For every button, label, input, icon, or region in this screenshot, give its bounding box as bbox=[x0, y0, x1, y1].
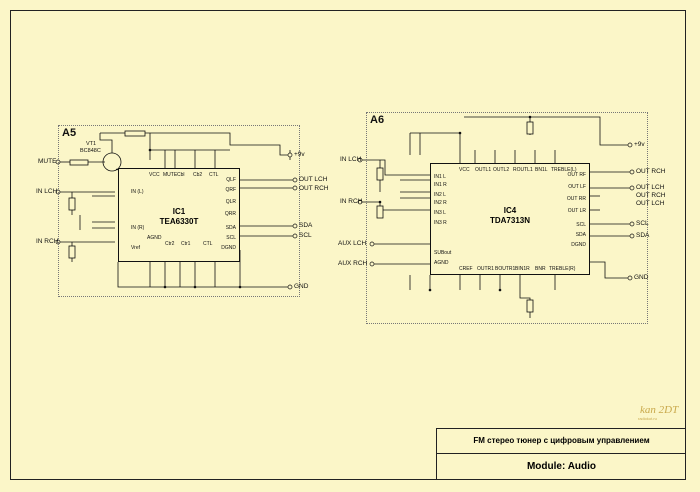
ic1-pin-vcc: VCC bbox=[149, 172, 160, 178]
ic4-pin-sda: SDA bbox=[575, 232, 586, 238]
a6-net-scl: SCL bbox=[636, 220, 649, 227]
ic4-pin-outl2: OUTL2 bbox=[493, 167, 510, 173]
block-a5-label: A5 bbox=[62, 127, 77, 139]
ic1-pin-qlr: QLR bbox=[225, 199, 236, 205]
ic4-pin-treble-r: TREBLE(R) bbox=[549, 266, 576, 272]
drawing-frame bbox=[10, 10, 686, 480]
ic1-pin-qrr: QRR bbox=[224, 211, 236, 217]
ic4-pin-bin1r: BIN1R bbox=[515, 266, 530, 272]
a5-net-gnd: GND bbox=[294, 283, 309, 290]
ic4-pin-scl: SCL bbox=[576, 222, 586, 228]
ic4-pin-cref: CREF bbox=[459, 266, 473, 272]
ic4-part: TDA7313N bbox=[489, 216, 530, 225]
ic4-pin-boutr1: BOUTR1 bbox=[495, 266, 516, 272]
a6-net-out-rch-1: OUT RCH bbox=[636, 168, 666, 175]
ic1-pin-scl: SCL bbox=[226, 235, 236, 241]
a6-net-aux-lch: AUX LCH bbox=[338, 240, 367, 247]
transistor-ref: VT1 bbox=[86, 141, 97, 147]
ic4-pin-subout: SUBout bbox=[434, 250, 452, 256]
a6-net-in-lch: IN LCH bbox=[340, 156, 362, 163]
a5-net-out-lch: OUT LCH bbox=[299, 176, 328, 183]
title-block: FM стерео тюнер с цифровым управлением M… bbox=[436, 428, 686, 480]
ic1-pin-in-l: IN (L) bbox=[131, 189, 144, 195]
a6-net-out-lch-1: OUT LCH bbox=[636, 184, 665, 191]
logo-site: radiokot.ru bbox=[638, 416, 657, 421]
module-title: Module: Audio bbox=[526, 461, 597, 472]
a6-net-vcc: +9v bbox=[634, 141, 645, 148]
ic1-pin-ctr2: Ctr2 bbox=[165, 241, 175, 247]
a6-net-out-rch-2: OUT RCH bbox=[636, 192, 666, 199]
transistor-part: BC848C bbox=[80, 148, 101, 154]
a5-net-vcc: +9v bbox=[294, 151, 305, 158]
a5-net-in-rch: IN RCH bbox=[36, 238, 59, 245]
ic4-pin-out-rr: OUT RR bbox=[566, 196, 586, 202]
logo-mark: kan 2DT bbox=[640, 404, 679, 416]
ic1-pin-dgnd: DGND bbox=[221, 245, 236, 251]
ic4-pin-in3r: IN3 R bbox=[434, 220, 447, 226]
ic1-pin-qlf: QLF bbox=[226, 177, 236, 183]
block-a6-label: A6 bbox=[370, 114, 385, 126]
ic1-pin-ctl-bottom: CTL bbox=[203, 241, 213, 247]
ic1-pin-ctl-top: CTL bbox=[209, 172, 219, 178]
ic1-pin-cb1: Cbl bbox=[177, 172, 185, 178]
ic4-pin-out-rf: OUT RF bbox=[567, 172, 586, 178]
ic1-part: TEA6330T bbox=[159, 217, 199, 226]
ic4-pin-bn1l: BN1L bbox=[535, 167, 548, 173]
ic1-pin-cb2: Cb2 bbox=[193, 172, 203, 178]
a6-net-gnd: GND bbox=[634, 274, 649, 281]
project-title: FM стерео тюнер с цифровым управлением bbox=[437, 429, 686, 454]
ic1-pin-mute: MUTE bbox=[163, 172, 178, 178]
ic4-pin-outr1: OUTR1 bbox=[477, 266, 494, 272]
a6-net-out-lch-2: OUT LCH bbox=[636, 200, 665, 207]
a5-net-mute: MUTE bbox=[38, 158, 57, 165]
ic1-ref: IC1 bbox=[172, 207, 186, 216]
ic1-pin-ctr1: Ctr1 bbox=[181, 241, 191, 247]
ic4-pin-in1l: IN1 L bbox=[434, 174, 446, 180]
ic4-pin-in1r: IN1 R bbox=[434, 182, 447, 188]
ic1-pin-qrf: QRF bbox=[225, 187, 236, 193]
a5-net-scl: SCL bbox=[299, 232, 312, 239]
block-a6 bbox=[366, 112, 648, 324]
ic4-pin-in2l: IN2 L bbox=[434, 192, 446, 198]
ic4-pin-out-lf: OUT LF bbox=[568, 184, 586, 190]
a5-net-in-lch: IN LCH bbox=[36, 188, 58, 195]
ic4-pin-treble-l: TREBLE(L) bbox=[551, 167, 577, 173]
ic4-ref: IC4 bbox=[503, 206, 517, 215]
a5-net-sda: SDA bbox=[299, 222, 313, 229]
ic4-chip: IC4 TDA7313N VCC OUTL1 OUTL2 ROUTL1 BN1L… bbox=[430, 163, 590, 275]
ic4-pin-vcc: VCC bbox=[459, 167, 470, 173]
ic4-pin-dgnd: DGND bbox=[571, 242, 586, 248]
ic1-chip: IC1 TEA6330T IN (L) IN (R) Vref VCC MUTE… bbox=[118, 168, 240, 262]
ic1-pin-in-r: IN (R) bbox=[131, 225, 145, 231]
ic4-pin-in2r: IN2 R bbox=[434, 200, 447, 206]
ic4-pin-agnd: AGND bbox=[434, 260, 449, 266]
a6-net-in-rch: IN RCH bbox=[340, 198, 363, 205]
ic1-pin-sda: SDA bbox=[225, 225, 236, 231]
ic4-pin-outl1: OUTL1 bbox=[475, 167, 492, 173]
ic1-pin-agnd: AGND bbox=[147, 235, 162, 241]
ic4-pin-out-lr: OUT LR bbox=[567, 208, 586, 214]
a5-net-out-rch: OUT RCH bbox=[299, 185, 329, 192]
a6-net-aux-rch: AUX RCH bbox=[338, 260, 368, 267]
ic1-pin-vref: Vref bbox=[131, 245, 140, 251]
a6-net-sda: SDA bbox=[636, 232, 650, 239]
block-a5 bbox=[58, 125, 300, 297]
ic4-pin-routl1: ROUTL1 bbox=[513, 167, 533, 173]
ic4-pin-in3l: IN3 L bbox=[434, 210, 446, 216]
ic4-pin-bnr: BNR bbox=[535, 266, 546, 272]
